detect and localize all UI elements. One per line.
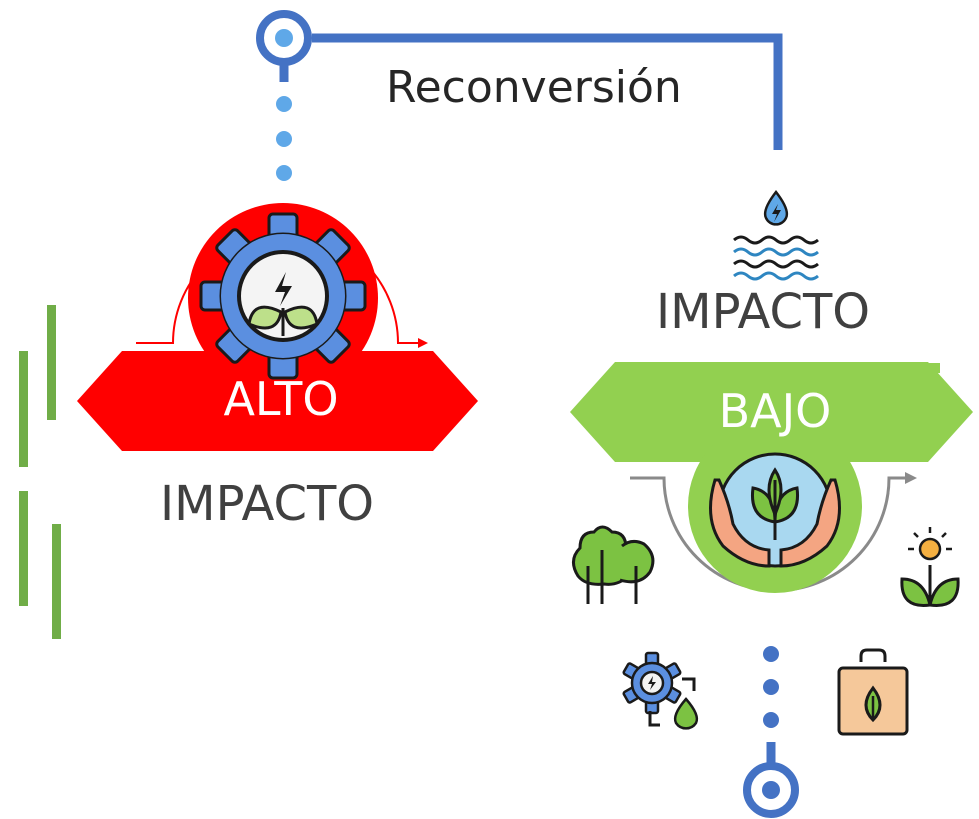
- banner-tab: [928, 363, 940, 373]
- top-connector: [256, 10, 783, 181]
- decor-bar: [47, 305, 56, 420]
- alto-caption: IMPACTO: [160, 476, 375, 532]
- top-node-dot: [275, 29, 293, 47]
- sun-sprout-icon: [900, 527, 960, 607]
- bajo-badge-label: BAJO: [718, 384, 832, 438]
- alto-badge-label: ALTO: [223, 372, 339, 426]
- bottom-connector: [743, 646, 799, 818]
- alto-banner: [77, 351, 478, 451]
- dotted-link-dot: [763, 646, 779, 662]
- alto-arrowhead: [418, 338, 428, 348]
- decor-bar: [19, 491, 28, 606]
- water-energy-icon: [733, 189, 819, 281]
- alto-block: [77, 203, 478, 451]
- connector-line: [312, 33, 783, 150]
- decor-bar: [19, 351, 28, 467]
- bajo-banner: [570, 362, 973, 462]
- dotted-link-dot: [276, 96, 292, 112]
- gear-energy-plant-icon: [199, 212, 367, 380]
- dotted-link-dot: [276, 165, 292, 181]
- eco-bag-icon: [837, 648, 909, 736]
- decor-bar: [52, 524, 61, 639]
- hands-plant-globe-icon: [709, 452, 841, 568]
- left-decor-bars: [19, 305, 61, 639]
- dotted-link-dot: [763, 679, 779, 695]
- bottom-node-dot: [762, 781, 780, 799]
- trees-icon: [572, 525, 655, 604]
- dotted-link-dot: [763, 712, 779, 728]
- bajo-caption: IMPACTO: [656, 284, 871, 340]
- bajo-block: [570, 189, 973, 736]
- bajo-arrowhead: [905, 472, 917, 484]
- diagram-title: Reconversión: [386, 62, 682, 113]
- dotted-link-dot: [276, 131, 292, 147]
- gear-drop-cycle-icon: [622, 651, 699, 730]
